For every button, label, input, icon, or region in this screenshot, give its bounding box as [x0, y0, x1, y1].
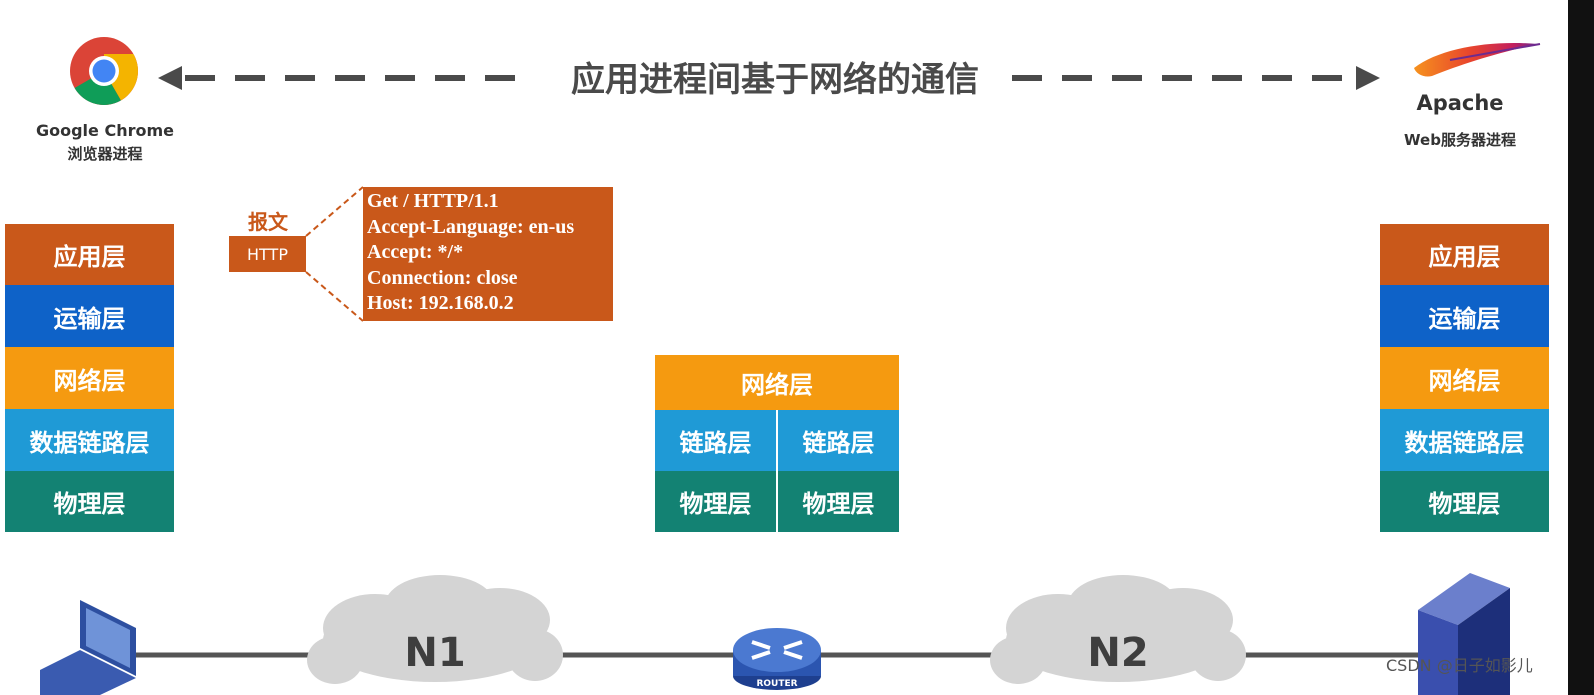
network-n2-label: N2 [1078, 630, 1158, 676]
server-icon [1418, 573, 1510, 695]
apache-feather-icon [1414, 43, 1540, 77]
http-protocol-box: HTTP [229, 236, 306, 272]
layer-application: 应用层 [5, 224, 174, 285]
message-line: Host: 192.168.0.2 [367, 291, 613, 317]
chrome-icon [70, 37, 138, 105]
message-line: Get / HTTP/1.1 [367, 189, 613, 215]
message-line: Accept: */* [367, 240, 613, 266]
router-layer-physical-right: 物理层 [778, 471, 899, 532]
layer-physical: 物理层 [5, 471, 174, 532]
router-layer-physical-left: 物理层 [655, 471, 776, 532]
router-layer-link-left: 链路层 [655, 410, 776, 471]
window-edge [1568, 0, 1594, 695]
http-message-box: Get / HTTP/1.1 Accept-Language: en-us Ac… [363, 187, 613, 321]
server-subtitle: Web服务器进程 [1385, 129, 1535, 150]
layer-datalink: 数据链路层 [1380, 409, 1549, 471]
layer-application: 应用层 [1380, 224, 1549, 285]
message-line: Connection: close [367, 266, 613, 292]
message-label: 报文 [230, 206, 306, 235]
client-subtitle: 浏览器进程 [30, 143, 180, 164]
layer-transport: 运输层 [5, 285, 174, 347]
message-connector [306, 187, 363, 321]
client-name: Google Chrome [30, 121, 180, 140]
watermark: CSDN @日子如影儿 [1386, 652, 1533, 676]
server-name: Apache [1395, 91, 1525, 115]
layer-datalink: 数据链路层 [5, 409, 174, 471]
layer-physical: 物理层 [1380, 471, 1549, 532]
router-label: ROUTER [747, 679, 807, 689]
router-layer-link-right: 链路层 [778, 410, 899, 471]
layer-transport: 运输层 [1380, 285, 1549, 347]
message-line: Accept-Language: en-us [367, 215, 613, 241]
layer-network: 网络层 [5, 347, 174, 409]
network-n1-label: N1 [395, 630, 475, 676]
router-layer-network: 网络层 [655, 355, 899, 410]
laptop-icon [40, 600, 136, 695]
diagram-title: 应用进程间基于网络的通信 [540, 52, 1010, 108]
layer-network: 网络层 [1380, 347, 1549, 409]
